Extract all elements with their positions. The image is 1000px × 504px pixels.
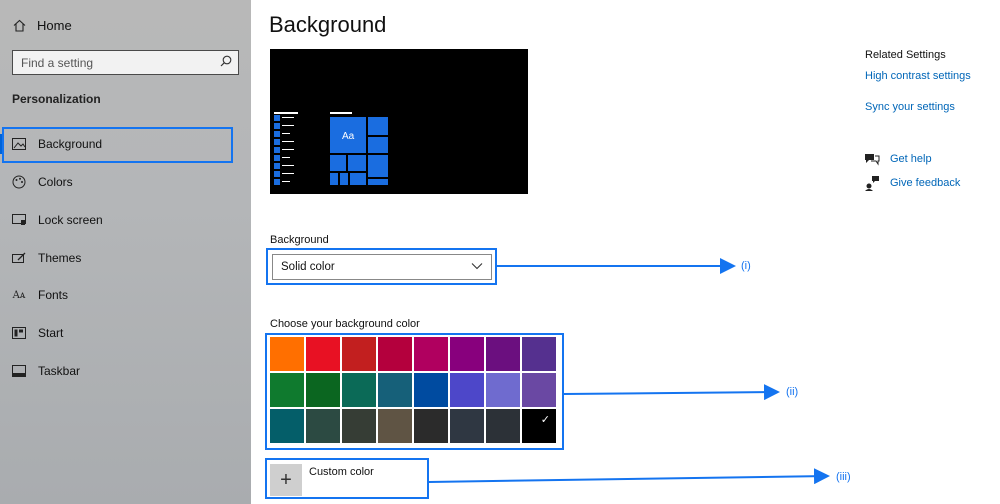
preview-list-line (282, 125, 294, 126)
preview-list-line (282, 173, 294, 174)
choose-color-label: Choose your background color (270, 318, 420, 330)
preview-list-line (282, 157, 290, 158)
preview-line (330, 112, 352, 114)
fonts-icon: Aᴀ (11, 288, 27, 302)
preview-list-icon (274, 171, 280, 177)
nav-home[interactable]: Home (12, 15, 72, 35)
annotation-i: (i) (741, 260, 751, 272)
home-icon (12, 18, 26, 32)
preview-tile (368, 155, 388, 177)
link-high-contrast-settings[interactable]: High contrast settings (865, 70, 971, 82)
sidebar-item-start[interactable]: Start (0, 315, 251, 351)
preview-tile (368, 137, 388, 153)
sidebar-item-label: Start (38, 326, 63, 340)
start-icon (11, 326, 27, 340)
sidebar-item-fonts[interactable]: Aᴀ Fonts (0, 277, 251, 313)
highlight-custom-color (265, 458, 429, 499)
sidebar-item-label: Taskbar (38, 364, 80, 378)
preview-list-line (282, 117, 294, 118)
lock-screen-icon (11, 213, 27, 227)
background-label: Background (270, 234, 329, 246)
sidebar-item-themes[interactable]: Themes (0, 240, 251, 276)
preview-list-line (282, 149, 294, 150)
nav-home-label: Home (37, 18, 72, 33)
get-help-label: Get help (890, 153, 932, 165)
search-icon[interactable] (220, 54, 232, 72)
sidebar-item-label: Colors (38, 175, 73, 189)
preview-tile (348, 155, 366, 171)
sidebar: Home Personalization Background Colors L… (0, 0, 251, 504)
highlight-swatch-grid (265, 333, 564, 450)
arrow-iii (429, 476, 828, 482)
annotation-ii: (ii) (786, 386, 798, 398)
preview-tile (368, 179, 388, 185)
sidebar-item-label: Fonts (38, 288, 68, 302)
preview-list-icon (274, 163, 280, 169)
preview-list-icon (274, 155, 280, 161)
preview-list-line (282, 181, 290, 182)
search-input[interactable] (21, 56, 201, 70)
sidebar-item-taskbar[interactable]: Taskbar (0, 353, 251, 389)
highlight-dropdown (266, 248, 497, 285)
preview-list-line (282, 141, 294, 142)
search-box[interactable] (12, 50, 239, 75)
link-sync-settings[interactable]: Sync your settings (865, 101, 955, 113)
preview-list-icon (274, 147, 280, 153)
background-preview: Aa (270, 49, 528, 194)
preview-tile (350, 173, 366, 185)
preview-tile-text: Aa (342, 131, 354, 142)
highlight-background-item (2, 127, 233, 163)
give-feedback-label: Give feedback (890, 177, 960, 189)
sidebar-item-colors[interactable]: Colors (0, 164, 251, 200)
preview-tile (330, 173, 338, 185)
annotation-iii: (iii) (836, 471, 851, 483)
brush-icon (11, 251, 27, 265)
preview-list-icon (274, 123, 280, 129)
sidebar-item-label: Themes (38, 251, 81, 265)
preview-line (274, 112, 298, 114)
preview-list-icon (274, 139, 280, 145)
help-chat-icon (864, 151, 880, 167)
get-help-link[interactable]: Get help (864, 151, 932, 167)
section-title: Personalization (12, 92, 101, 106)
preview-tile-large: Aa (330, 117, 366, 153)
give-feedback-link[interactable]: Give feedback (864, 175, 960, 191)
sidebar-item-lock-screen[interactable]: Lock screen (0, 202, 251, 238)
taskbar-icon (11, 364, 27, 378)
feedback-icon (864, 175, 880, 191)
preview-list-icon (274, 179, 280, 185)
preview-list-icon (274, 131, 280, 137)
preview-list-icon (274, 115, 280, 121)
preview-tile (340, 173, 348, 185)
sidebar-item-label: Lock screen (38, 213, 103, 227)
preview-tile (368, 117, 388, 135)
related-settings-title: Related Settings (865, 49, 946, 61)
page-title: Background (269, 12, 386, 38)
preview-tile (330, 155, 346, 171)
preview-list-line (282, 165, 294, 166)
arrow-ii (564, 392, 778, 394)
preview-list-line (282, 133, 290, 134)
palette-icon (11, 175, 27, 189)
